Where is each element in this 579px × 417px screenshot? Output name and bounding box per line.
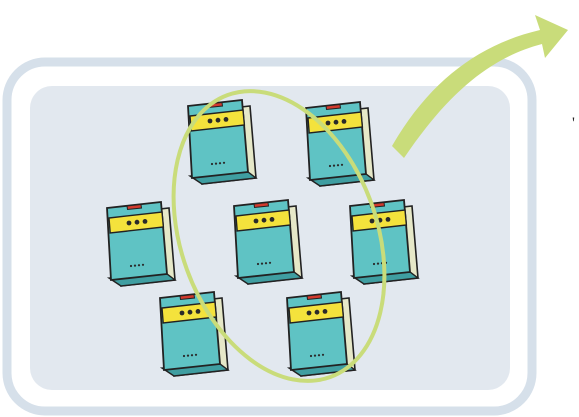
- book-dot: [342, 119, 347, 124]
- book-icon: [234, 200, 302, 284]
- book-footer-dot: [138, 264, 140, 266]
- book-icon: [107, 202, 175, 286]
- stray-mark: ': [572, 116, 575, 132]
- book-dot: [315, 310, 320, 315]
- book-footer-dot: [195, 354, 197, 356]
- book-dot: [127, 221, 132, 226]
- book-footer-dot: [257, 263, 259, 265]
- book-dot: [323, 309, 328, 314]
- book-dot: [188, 310, 193, 315]
- book-icon: [188, 100, 256, 184]
- book-dot: [254, 219, 259, 224]
- book-footer-dot: [322, 354, 324, 356]
- book-footer-dot: [341, 164, 343, 166]
- book-footer-dot: [329, 165, 331, 167]
- book-footer-dot: [215, 163, 217, 165]
- book-footer-dot: [373, 263, 375, 265]
- book-footer-dot: [211, 163, 213, 165]
- book-footer-dot: [187, 355, 189, 357]
- book-footer-dot: [265, 262, 267, 264]
- book-footer-dot: [219, 162, 221, 164]
- book-icon: [287, 292, 355, 376]
- book-dot: [270, 217, 275, 222]
- book-dot: [180, 311, 185, 316]
- book-footer-dot: [377, 263, 379, 265]
- book-dot: [262, 218, 267, 223]
- book-footer-dot: [223, 162, 225, 164]
- book-footer-dot: [269, 262, 271, 264]
- book-dot: [208, 119, 213, 124]
- book-dot: [326, 121, 331, 126]
- book-footer-dot: [314, 355, 316, 357]
- book-footer-dot: [261, 263, 263, 265]
- book-dot: [135, 220, 140, 225]
- book-footer-dot: [142, 264, 144, 266]
- book-dot: [143, 219, 148, 224]
- book-footer-dot: [134, 265, 136, 267]
- book-footer-dot: [310, 355, 312, 357]
- book-dot: [334, 120, 339, 125]
- book-footer-dot: [318, 354, 320, 356]
- book-dot: [216, 118, 221, 123]
- book-dot: [370, 219, 375, 224]
- book-dot: [224, 117, 229, 122]
- book-dot: [386, 217, 391, 222]
- book-footer-dot: [191, 354, 193, 356]
- book-footer-dot: [333, 165, 335, 167]
- book-footer-dot: [183, 355, 185, 357]
- book-dot: [196, 309, 201, 314]
- book-dot: [307, 311, 312, 316]
- book-icon: [160, 292, 228, 376]
- book-footer-dot: [337, 164, 339, 166]
- book-footer-dot: [130, 265, 132, 267]
